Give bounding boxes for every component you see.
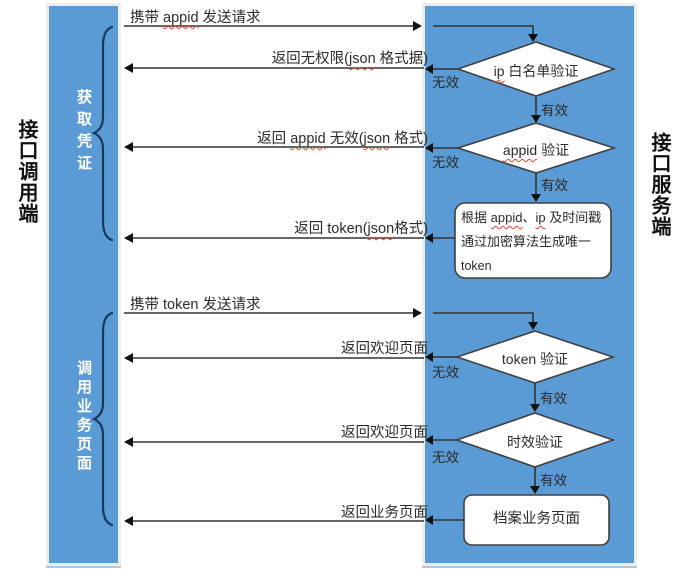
text-segment: 根据 (461, 210, 491, 225)
text-segment: ip (535, 210, 546, 225)
message-label-welcome-2: 返回欢迎页面 (341, 421, 428, 442)
branch-label-invalid-2: 无效 (432, 155, 459, 170)
branch-label-valid-4: 有效 (540, 473, 567, 488)
branch-label-invalid-3: 无效 (432, 365, 459, 380)
branch-label-invalid-1: 无效 (432, 75, 459, 90)
text-segment: json (363, 131, 391, 147)
decision-label-time-validity: 时效验证 (457, 432, 613, 452)
message-label-request-appid: 携带 appid 发送请求 (130, 6, 261, 27)
process-text-archive-page: 档案业务页面 (464, 507, 609, 528)
message-label-business-page: 返回业务页面 (341, 501, 428, 522)
text-segment: 返回业务页面 (341, 505, 428, 521)
text-segment: 格式) (390, 131, 428, 147)
process-text-generate-token: 根据 appid、ip 及时间戳 通过加密算法生成唯一 token (461, 206, 611, 278)
phase-label-get-credential: 获取凭证 (75, 89, 92, 177)
text-segment: 返回欢迎页面 (341, 425, 428, 441)
text-segment: 携带 token 发送请求 (130, 297, 261, 313)
text-segment: ip (493, 63, 505, 79)
message-label-no-permission: 返回无权限(json 格式据) (272, 47, 428, 68)
text-segment: 时效验证 (507, 434, 563, 450)
branch-label-valid-3: 有效 (540, 391, 567, 406)
token-box-line-3: token (461, 254, 611, 278)
text-segment: 及时间戳 (545, 210, 602, 225)
text-segment: 返回欢迎页面 (341, 341, 428, 357)
text-segment: appid (502, 142, 538, 158)
token-box-line-2: 通过加密算法生成唯一 (461, 230, 611, 254)
text-segment: 无效( (325, 131, 364, 147)
phase-label-call-business-page: 调用业务页面 (75, 360, 92, 474)
actor-label-server: 接口服务端 (648, 132, 670, 237)
text-segment: 格式据) (375, 51, 428, 67)
text-segment: json (349, 51, 376, 67)
text-segment: 携带 (130, 10, 164, 26)
message-label-return-token: 返回 token(json格式) (294, 217, 428, 238)
branch-label-valid-1: 有效 (541, 103, 568, 118)
text-segment: 返回 token( (294, 221, 368, 237)
text-segment: 档案业务页面 (493, 511, 580, 527)
text-segment: 返回 (257, 131, 291, 147)
text-segment: 白名单验证 (504, 63, 579, 79)
text-segment: 通过加密算法生成唯一 (461, 234, 592, 249)
message-label-welcome-1: 返回欢迎页面 (341, 337, 428, 358)
text-segment: appid (290, 131, 326, 147)
branch-label-valid-2: 有效 (541, 178, 568, 193)
decision-label-appid: appid 验证 (458, 140, 614, 160)
text-segment: 、 (522, 210, 536, 225)
branch-label-invalid-4: 无效 (432, 450, 459, 465)
text-segment: 发送请求 (198, 10, 261, 26)
text-segment: appid (163, 10, 199, 26)
message-label-appid-invalid: 返回 appid 无效(json 格式) (257, 127, 428, 148)
text-segment: 格式) (394, 221, 428, 237)
text-segment: 返回无权限( (271, 51, 350, 67)
caller-lane-bar: 获取凭证 调用业务页面 (46, 3, 121, 566)
text-segment: json (367, 221, 395, 237)
decision-label-token: token 验证 (457, 349, 613, 369)
text-segment: token (461, 259, 492, 273)
decision-label-ip-whitelist: ip 白名单验证 (458, 61, 614, 81)
text-segment: 验证 (537, 142, 570, 158)
message-label-request-token: 携带 token 发送请求 (130, 293, 261, 314)
text-segment: token 验证 (501, 351, 569, 367)
actor-label-caller: 接口调用端 (15, 119, 37, 224)
token-box-line-1: 根据 appid、ip 及时间戳 (461, 206, 611, 230)
text-segment: appid (490, 210, 523, 225)
